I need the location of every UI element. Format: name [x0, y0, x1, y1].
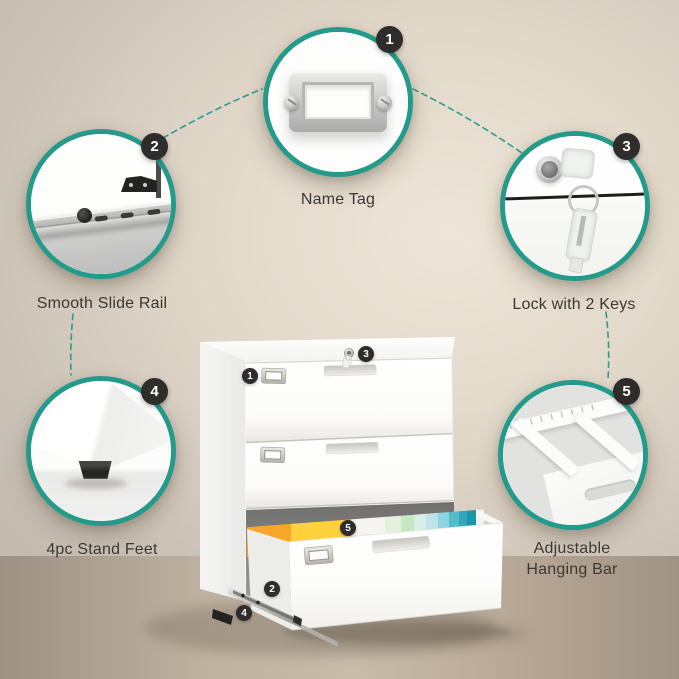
rail-roller-icon	[77, 208, 93, 224]
feature-circle-lock-keys	[500, 131, 650, 281]
feature-circle-stand-feet	[26, 376, 176, 526]
cabinet-marker-5: 5	[340, 520, 356, 536]
cabinet-marker-2: 2	[264, 581, 280, 597]
stand-feet-photo	[31, 381, 171, 521]
cabinet-marker-4: 4	[236, 605, 252, 621]
key-icon	[565, 207, 599, 263]
name-tag-plate-icon	[284, 72, 392, 132]
name-tag-holder-3	[303, 545, 334, 566]
feature-circle-hanging-bar	[498, 380, 648, 530]
feature-label-hanging-bar: Adjustable Hanging Bar	[526, 540, 618, 578]
drawer-3-front	[289, 523, 503, 630]
name-tag-holder-2	[260, 446, 286, 464]
name-tag-photo	[268, 32, 408, 172]
callout-badge-1: 1	[376, 26, 403, 53]
cabinet-marker-3: 3	[358, 346, 374, 362]
bracket-icon	[121, 176, 157, 192]
feature-label-lock-keys: Lock with 2 Keys	[512, 296, 636, 313]
connector-line-2	[412, 88, 523, 154]
screw-icon	[284, 94, 299, 110]
connector-line-3	[69, 313, 74, 376]
drawer-handle-1	[323, 364, 377, 377]
stand-foot-graphic	[212, 609, 233, 625]
lock-keys-photo	[505, 136, 645, 276]
stand-foot-icon	[78, 460, 112, 479]
key-head-icon	[559, 146, 596, 180]
connector-line-1	[162, 88, 263, 139]
drawer-2-front	[246, 435, 454, 508]
drawer-handle-2	[325, 441, 379, 455]
callout-badge-5: 5	[613, 378, 640, 405]
drawer-1-front	[246, 359, 453, 442]
screw-icon	[377, 94, 392, 110]
callout-badge-3: 3	[613, 133, 640, 160]
slide-rail-graphic	[228, 586, 338, 647]
feature-circle-name-tag	[263, 27, 413, 177]
foot-shadow	[64, 477, 127, 489]
name-tag-window	[302, 82, 374, 122]
name-tag-holder-1	[261, 367, 287, 385]
lock-icon	[535, 155, 563, 183]
hanging-bar-photo	[503, 385, 643, 525]
lock-graphic	[341, 347, 355, 369]
cabinet-marker-1: 1	[242, 368, 258, 384]
open-drawer	[246, 502, 511, 642]
feature-label-stand-feet: 4pc Stand Feet	[46, 541, 158, 558]
cabinet-left-side	[200, 342, 245, 601]
cabinet-edge	[156, 159, 162, 199]
cabinet-top	[200, 337, 455, 361]
callout-badge-2: 2	[141, 133, 168, 160]
callout-badge-4: 4	[141, 378, 168, 405]
drawer-handle-3	[371, 535, 430, 554]
connector-line-4	[605, 311, 610, 380]
feature-label-slide-rail: Smooth Slide Rail	[36, 295, 168, 312]
feature-label-name-tag: Name Tag	[300, 191, 376, 208]
